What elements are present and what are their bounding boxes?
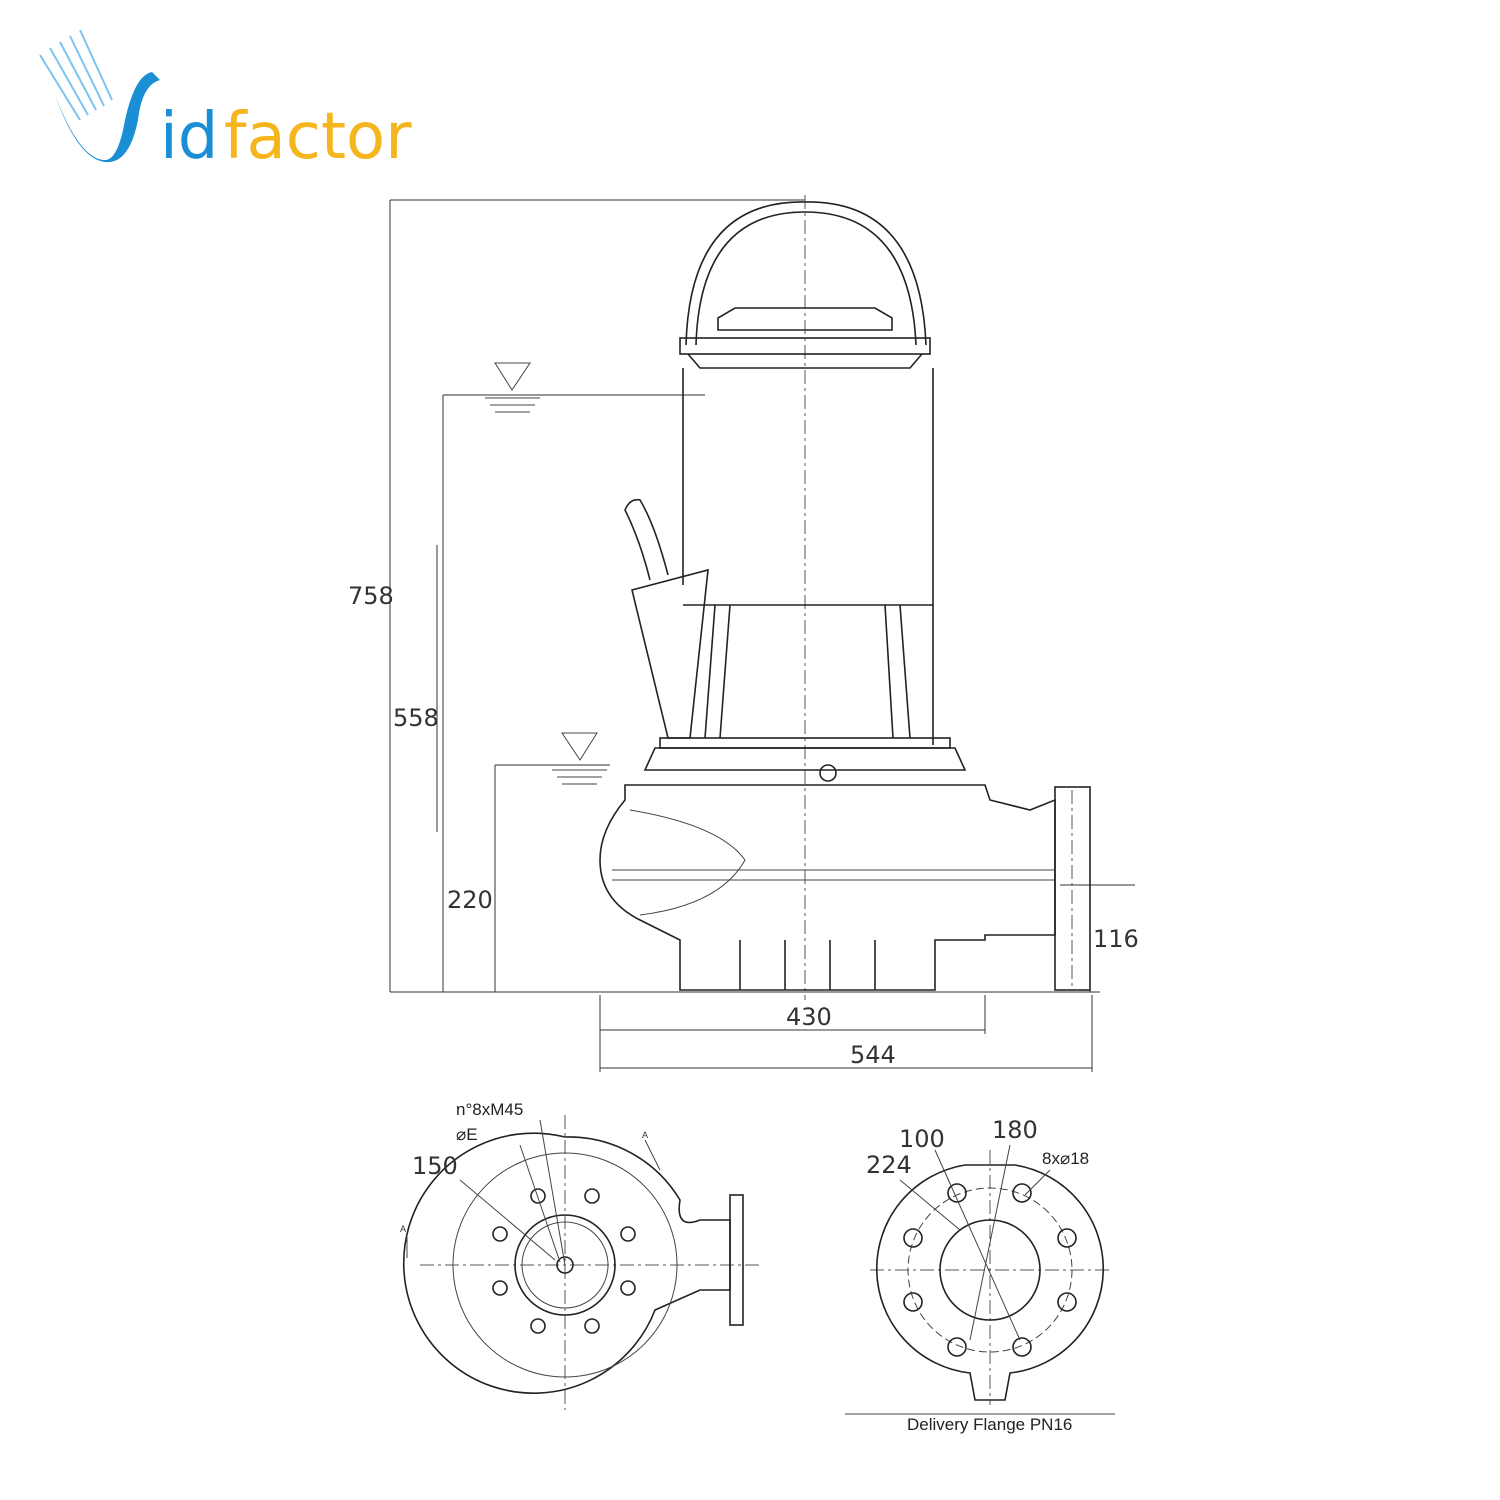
logo-text-id: id bbox=[160, 100, 218, 174]
label-flange-180: 180 bbox=[992, 1116, 1038, 1144]
section-mark-a-left: A bbox=[400, 1224, 406, 1234]
label-bolts: n°8xM45 bbox=[456, 1100, 523, 1119]
flange-caption: Delivery Flange PN16 bbox=[907, 1415, 1072, 1434]
label-flange-224: 224 bbox=[866, 1151, 912, 1179]
delivery-flange-view bbox=[845, 1144, 1115, 1415]
label-flange-holes: 8x⌀18 bbox=[1042, 1149, 1089, 1168]
vidfactor-logo: id factor bbox=[39, 29, 412, 174]
dim-max-level: 558 bbox=[393, 704, 439, 732]
dim-total-width: 544 bbox=[850, 1041, 896, 1069]
dim-base-width: 430 bbox=[786, 1003, 832, 1031]
dim-outlet-height: 116 bbox=[1093, 925, 1139, 953]
pump-side-view bbox=[599, 195, 1091, 1000]
label-diameter-150: 150 bbox=[412, 1152, 458, 1180]
label-diameter-e: ⌀E bbox=[456, 1125, 478, 1144]
logo-text-factor: factor bbox=[224, 100, 412, 174]
dim-total-height: 758 bbox=[348, 582, 394, 610]
dim-min-level: 220 bbox=[447, 886, 493, 914]
water-level-marker-max bbox=[485, 362, 540, 413]
section-mark-a-top: A bbox=[642, 1130, 648, 1140]
water-level-marker-min bbox=[552, 732, 607, 785]
pump-bottom-view bbox=[402, 1115, 760, 1410]
label-flange-100: 100 bbox=[899, 1125, 945, 1153]
